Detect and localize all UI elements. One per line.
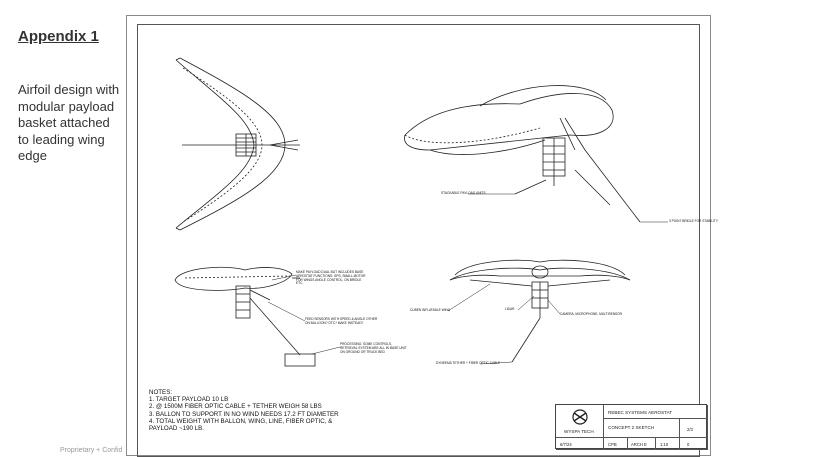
callout-stackable: STACKABLE PAYLOAD UNITS	[441, 191, 486, 195]
revision: 0	[687, 442, 690, 447]
callout-processing: PROCESSING, SOME CONTROLS, RETRIEVAL SYS…	[340, 342, 407, 354]
drawing-scale: 1:10	[660, 442, 669, 447]
callout-make-payload: MAKE PAYLOAD DUAL BUT INCLUDES BASE AERO…	[296, 270, 366, 286]
sheet-size: ARCH E	[631, 442, 647, 447]
callout-cuben: CUBEN INFLATABLE WING	[410, 308, 451, 312]
notes-line: 4. TOTAL WEIGHT WITH BALLON, WING, LINE,…	[149, 417, 333, 425]
appendix-description: Airfoil design with modular payload bask…	[18, 82, 120, 163]
top-view-wing	[175, 57, 300, 231]
front-view-wing	[449, 259, 631, 363]
perspective-wing	[404, 85, 641, 223]
project-name: REBEC SYSTEMS AEROSTAT	[608, 410, 673, 415]
company-name: WYSPA TECH	[564, 429, 594, 434]
callout-leaders	[267, 193, 668, 365]
sheet-number: 2/3	[687, 427, 693, 432]
title-block: WYSPA TECH REBEC SYSTEMS AEROSTAT CONCEP…	[555, 404, 708, 450]
engineering-drawing-sheet	[126, 15, 711, 457]
notes-line: NOTES:	[149, 389, 173, 396]
confidentiality-footer: Proprietary + Confid	[60, 447, 123, 454]
appendix-heading: Appendix 1	[18, 28, 99, 45]
drawn-by: CPB	[608, 442, 617, 447]
callout-lidar: LIDAR	[505, 307, 515, 311]
notes-line: PAYLOAD ~190 LB.	[149, 425, 204, 433]
notes-line: 1. TARGET PAYLOAD 10 LB	[149, 396, 229, 404]
callout-dyneema: DYNEEMA TETHER + FIBER OPTIC CABLE	[436, 361, 501, 365]
drawing-date: 6/7/24	[560, 442, 572, 447]
side-view-wing	[174, 266, 316, 367]
notes-line: 2. @ 1500M FIBER OPTIC CABLE + TETHER WE…	[149, 403, 322, 411]
drawing-notes: NOTES: 1. TARGET PAYLOAD 10 LB 2. @ 1500…	[149, 389, 339, 432]
callout-feed: FEED SENSORS WITH SPEED & ANGLE OTHER ON…	[305, 317, 378, 325]
drawing-title: CONCEPT 2 SKETCH	[608, 425, 655, 430]
callout-camera: CAMERA, MICROPHONE, MULTISENSOR	[560, 312, 622, 316]
notes-line: 3. BALLON TO SUPPORT IN NO WIND NEEDS 17…	[149, 410, 339, 418]
callout-bridle: 3 POINT BRIDLE FOR STABILITY	[669, 219, 718, 223]
company-logo	[572, 409, 588, 425]
